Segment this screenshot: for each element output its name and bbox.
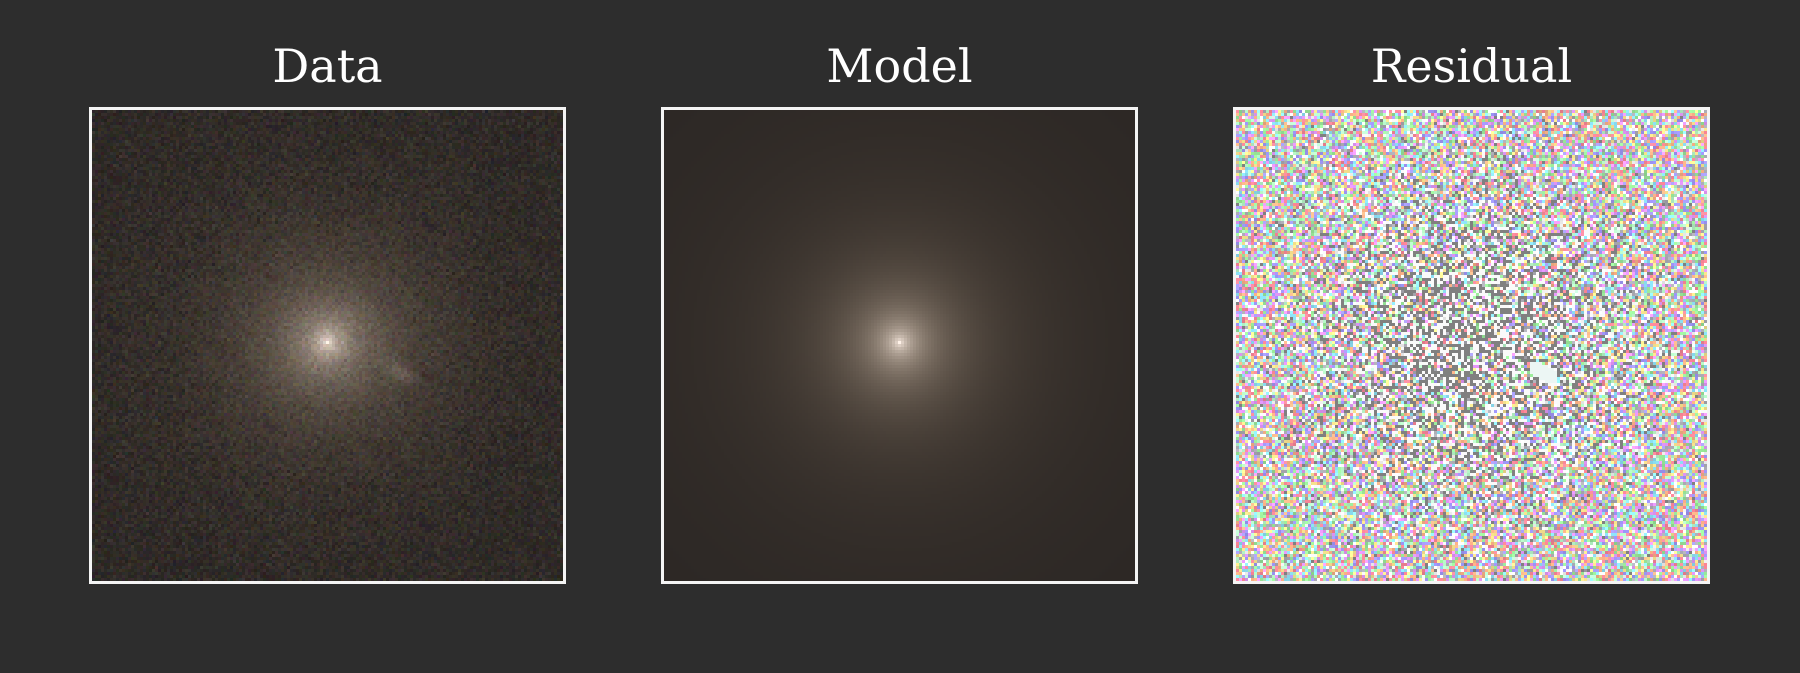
residual-image-panel	[1233, 107, 1710, 584]
model-image-panel	[661, 107, 1138, 584]
data-image	[92, 110, 563, 581]
model-image	[664, 110, 1135, 581]
residual-image	[1236, 110, 1707, 581]
data-image-panel	[89, 107, 566, 584]
data-panel-title: Data	[272, 39, 383, 93]
residual-panel-title: Residual	[1370, 39, 1573, 93]
model-panel-title: Model	[826, 39, 973, 93]
